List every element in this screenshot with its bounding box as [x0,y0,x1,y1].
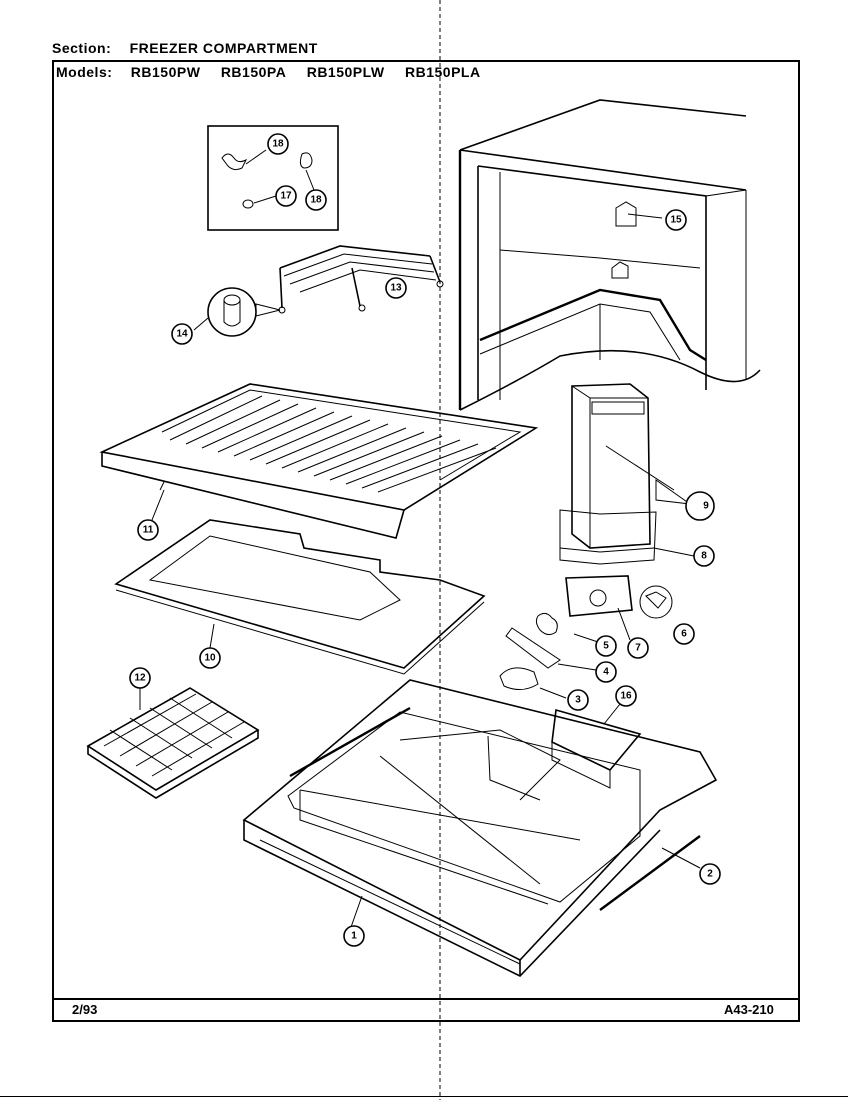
motor-bracket-part [505,627,561,669]
svg-text:6: 6 [681,629,687,640]
diagram-frame [52,60,800,1022]
section-label: Section: [52,40,112,56]
callout-18: 18 [305,189,327,211]
fan-motor-part [639,585,673,619]
damper-control-part [499,667,539,690]
callout-15: 15 [665,209,687,231]
models-label: Models: [56,64,113,80]
svg-text:17: 17 [280,191,292,202]
light-bulb-part [299,152,313,169]
model-number: RB150PLW [306,64,385,80]
callout-3: 3 [567,689,589,711]
callout-12: 12 [129,667,151,689]
fan-motor-assembly [499,575,673,699]
model-number: RB150PLA [405,64,481,80]
callout-18: 18 [267,133,289,155]
callout-1: 1 [343,925,365,947]
svg-text:13: 13 [390,283,402,294]
evaporator-cover [559,383,695,565]
models-line: Models: RB150PW RB150PA RB150PLW RB150PL… [56,64,497,80]
callout-8: 8 [693,545,715,567]
freezer-liner-panel [114,519,486,675]
svg-text:11: 11 [143,525,154,536]
svg-text:3: 3 [575,695,581,706]
callout-6: 6 [673,623,695,645]
callout-4: 4 [595,661,617,683]
callout-2: 2 [699,863,721,885]
freezer-cabinet [458,99,761,411]
callout-10: 10 [199,647,221,669]
freezer-floor-pan [242,679,718,977]
svg-text:4: 4 [603,667,609,678]
footer-divider [52,998,800,1000]
section-line: Section: FREEZER COMPARTMENT [52,40,318,56]
small-parts-inset [207,125,339,231]
svg-text:14: 14 [176,329,188,340]
callout-5: 5 [595,635,617,657]
svg-text:7: 7 [635,643,641,654]
svg-text:16: 16 [620,691,632,702]
svg-text:18: 18 [310,195,322,206]
svg-text:10: 10 [204,653,216,664]
svg-text:18: 18 [272,139,284,150]
callout-9: 9 [685,491,715,521]
svg-text:2: 2 [707,869,713,880]
drawing-number: A43-210 [724,1002,774,1017]
fan-blade-part [535,612,558,636]
svg-text:12: 12 [134,673,146,684]
shelf-clip-magnified [193,287,281,337]
wire-shelf-support [278,245,444,314]
ice-cube-tray [86,687,260,799]
svg-text:8: 8 [701,551,707,562]
bulb-socket-part [221,153,248,171]
date-code: 2/93 [72,1002,98,1017]
model-number: RB150PW [130,64,201,80]
svg-text:9: 9 [703,501,709,512]
freezer-shelf [99,383,539,539]
callout-16: 16 [615,685,637,707]
callout-13: 13 [385,277,407,299]
screw-part [242,199,254,209]
page-bottom-rule [0,1096,848,1097]
callout-7: 7 [627,637,649,659]
svg-text:5: 5 [603,641,609,652]
svg-text:1: 1 [351,931,357,942]
callout-11: 11 [137,519,159,541]
svg-text:15: 15 [670,215,682,226]
model-number: RB150PA [220,64,287,80]
light-shield-part [615,201,637,227]
section-value: FREEZER COMPARTMENT [129,40,318,56]
callout-14: 14 [171,323,193,345]
callout-17: 17 [275,185,297,207]
